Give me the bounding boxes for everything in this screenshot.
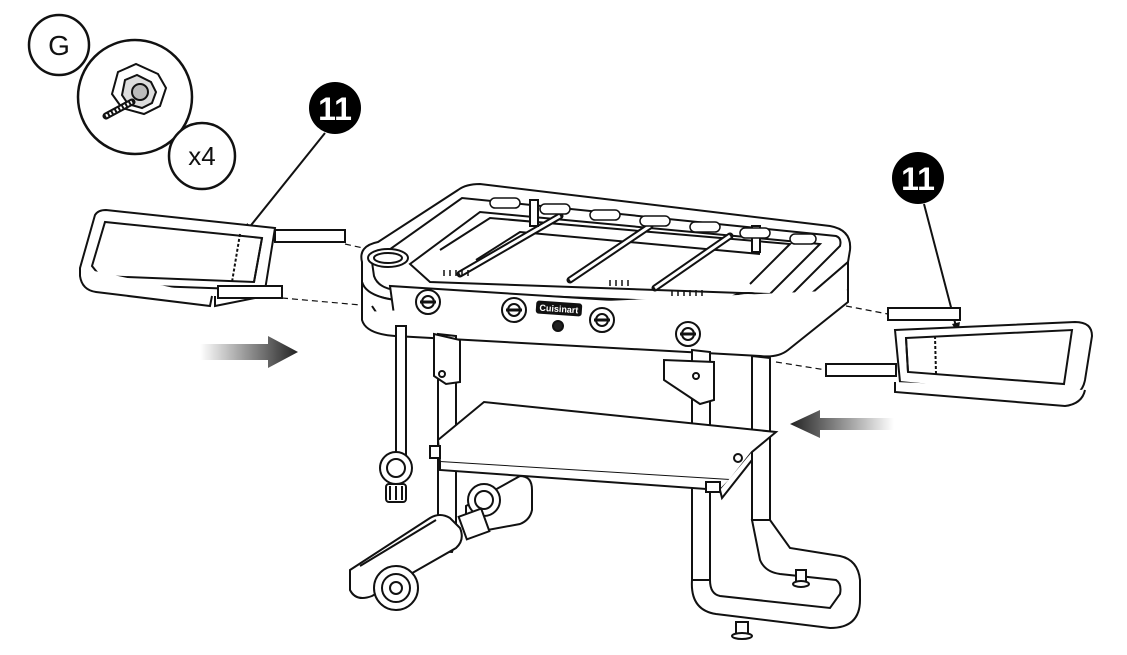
igniter-button [552,320,564,332]
arrow-left-icon [790,410,894,438]
grill-frame [349,325,861,640]
brand-plate: Cuisinart [535,300,583,317]
burner-knob-2 [501,297,527,323]
burner-knob-1 [415,289,441,315]
thumb-screw-icon [102,62,168,120]
left-side-shelf [78,208,346,308]
burner-knob-4 [675,321,701,347]
right-side-shelf [825,307,1094,408]
arrow-right-icon [200,336,298,368]
step-marker-left: 11 [243,82,361,235]
part-callout: G x4 [27,13,237,191]
part-quantity: x4 [188,141,215,171]
step-marker-right-label: 11 [901,161,935,197]
step-marker-right: 11 [892,152,960,335]
part-letter-circle [27,13,91,77]
leader-line-left [243,132,326,235]
grill-body [360,182,852,358]
brand-label: Cuisinart [539,303,579,316]
quantity-circle [167,121,237,191]
step-marker-left-label: 11 [318,91,352,127]
burner-knob-3 [589,307,615,333]
part-letter: G [48,30,70,61]
